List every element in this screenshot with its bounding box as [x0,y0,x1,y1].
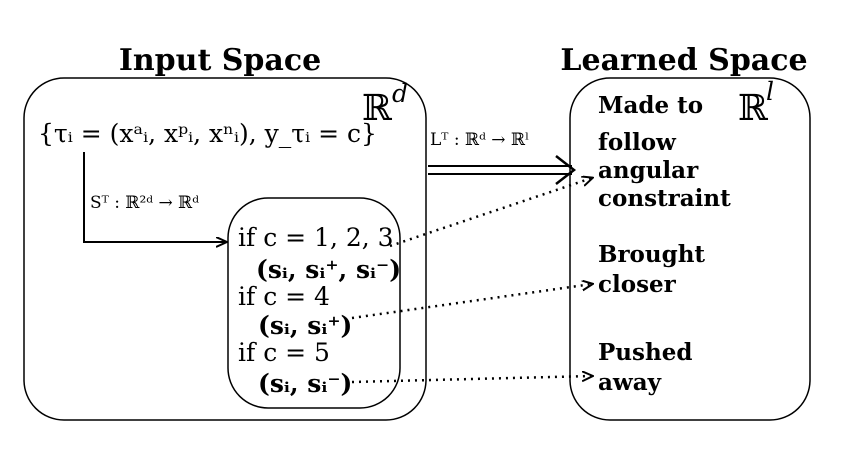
case-2-condition: if c = 4 [238,282,330,311]
learned-space-title: Learned Space [560,43,807,78]
input-space-symbol: ℝ [362,88,393,129]
outcome-3-line-1: Pushed [598,339,692,366]
case-box [227,197,401,409]
learned-space-box [569,77,811,421]
outcome-1-line-3: angular [598,157,699,184]
learned-space-symbol: ℝ [738,88,769,129]
outcome-2-line-2: closer [598,271,677,298]
connector-case-3 [351,376,592,384]
case-1-tuple: (sᵢ, sᵢ⁺, sᵢ⁻) [256,255,401,284]
outcome-pushed-away: Pushed away [598,339,692,396]
tuple-formula: {τᵢ = (xᵃᵢ, xᵖᵢ, xⁿᵢ), y_τᵢ = c} [38,119,377,148]
case-3-tuple: (sᵢ, sᵢ⁻) [258,369,352,398]
input-space-box [23,77,427,421]
input-space-title: Input Space [119,43,321,78]
mapping-label: Lᵀ : ℝᵈ → ℝˡ [430,130,529,150]
outcome-2-line-1: Brought [598,241,705,268]
input-space-exponent: d [392,79,408,108]
case-1-condition: if c = 1, 2, 3 [238,223,394,252]
outcome-3-line-2: away [598,369,662,396]
projection-arrow [83,152,226,242]
outcome-brought-closer: Brought closer [598,241,705,298]
outcome-1-line-1: Made to [598,92,703,119]
connector-case-1 [389,178,592,248]
connector-case-2 [351,284,592,320]
learned-space-exponent: l [766,77,774,106]
case-2-tuple: (sᵢ, sᵢ⁺) [258,311,352,340]
outcome-angular-constraint: Made to follow angular constraint [598,92,731,212]
mapping-arrow-head [555,155,577,185]
case-3-condition: if c = 5 [238,338,330,367]
outcome-1-line-2: follow [598,129,677,156]
outcome-1-line-4: constraint [598,185,731,212]
projection-label: Sᵀ : ℝ²ᵈ → ℝᵈ [90,193,199,213]
